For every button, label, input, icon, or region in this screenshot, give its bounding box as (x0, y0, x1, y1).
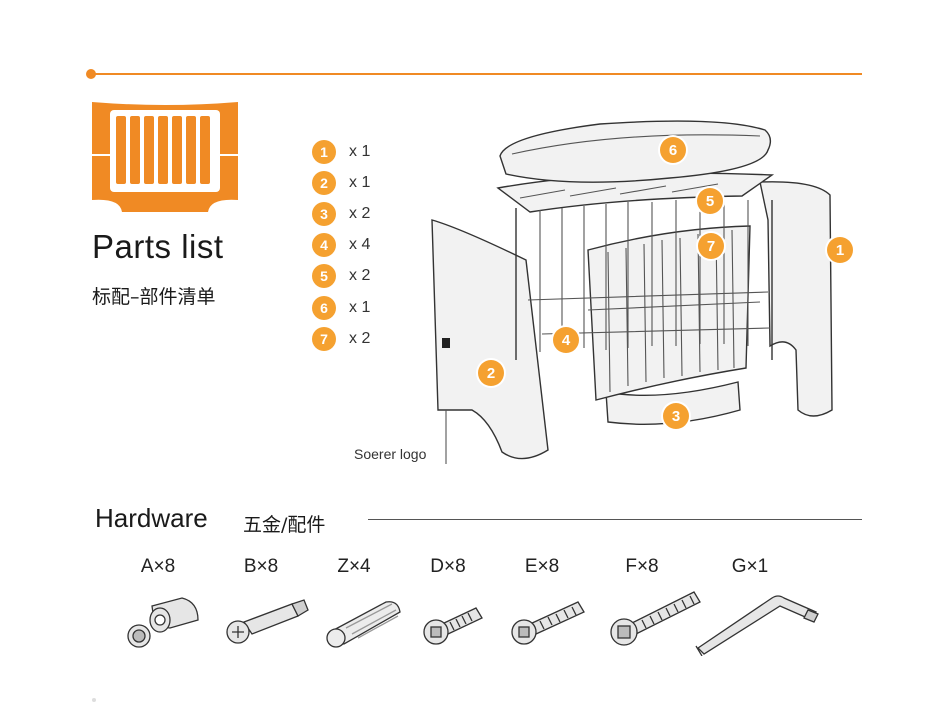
part-quantity: x 2 (349, 267, 371, 284)
callout-badge: 2 (478, 360, 504, 386)
dowel-icon (326, 601, 401, 648)
cam-bolt-icon (226, 599, 309, 644)
part-quantity: x 1 (349, 299, 371, 316)
legend-item: 6 x 1 (312, 295, 370, 321)
part-quantity: x 1 (349, 174, 371, 191)
legend-item: 3 x 2 (312, 201, 370, 227)
legend-item: 1 x 1 (312, 139, 370, 165)
callout-badge: 4 (553, 327, 579, 353)
medium-screw-icon (511, 601, 585, 645)
hardware-label-g: G×1 (731, 556, 769, 577)
hardware-label-b: B×8 (243, 556, 279, 577)
short-screw-icon (423, 607, 483, 645)
part-number-badge: 4 (312, 233, 336, 257)
hardware-title: Hardware (95, 503, 208, 533)
hardware-rule (368, 519, 862, 520)
hardware-label-e: E×8 (524, 556, 560, 577)
callout-badge: 5 (697, 188, 723, 214)
hex-key-icon (695, 595, 819, 656)
part-number-badge: 6 (312, 296, 336, 320)
part-quantity: x 2 (349, 330, 371, 347)
hardware-label-z: Z×4 (337, 556, 371, 577)
page-subtitle: 标配–部件清单 (92, 286, 216, 308)
legend-item: 2 x 1 (312, 170, 370, 196)
legend-item: 5 x 2 (312, 263, 370, 289)
part-quantity: x 1 (349, 143, 371, 160)
crib-exploded-diagram (431, 120, 833, 464)
part-quantity: x 4 (349, 236, 371, 253)
hardware-label-f: F×8 (625, 556, 659, 577)
header-rule (94, 73, 862, 75)
page-marker (92, 698, 96, 702)
part-quantity: x 2 (349, 205, 371, 222)
legend-item: 7 x 2 (312, 326, 370, 352)
callout-badge: 7 (698, 233, 724, 259)
hardware-subtitle: 五金/配件 (243, 514, 326, 536)
page-title: Parts list (92, 228, 224, 265)
logo-caption: Soerer logo (354, 446, 427, 462)
part-number-badge: 5 (312, 264, 336, 288)
crib-icon (92, 102, 238, 212)
part-number-badge: 3 (312, 202, 336, 226)
barrel-nut-icon (127, 597, 199, 648)
header-dot (86, 69, 96, 79)
logo-plate (442, 338, 450, 348)
part-number-badge: 2 (312, 171, 336, 195)
part-number-badge: 7 (312, 327, 336, 351)
callout-badge: 1 (827, 237, 853, 263)
hardware-label-d: D×8 (430, 556, 466, 577)
part-number-badge: 1 (312, 140, 336, 164)
callout-badge: 6 (660, 137, 686, 163)
callout-badge: 3 (663, 403, 689, 429)
long-screw-icon (610, 591, 701, 646)
hardware-label-a: A×8 (140, 556, 176, 577)
legend-item: 4 x 4 (312, 232, 370, 258)
